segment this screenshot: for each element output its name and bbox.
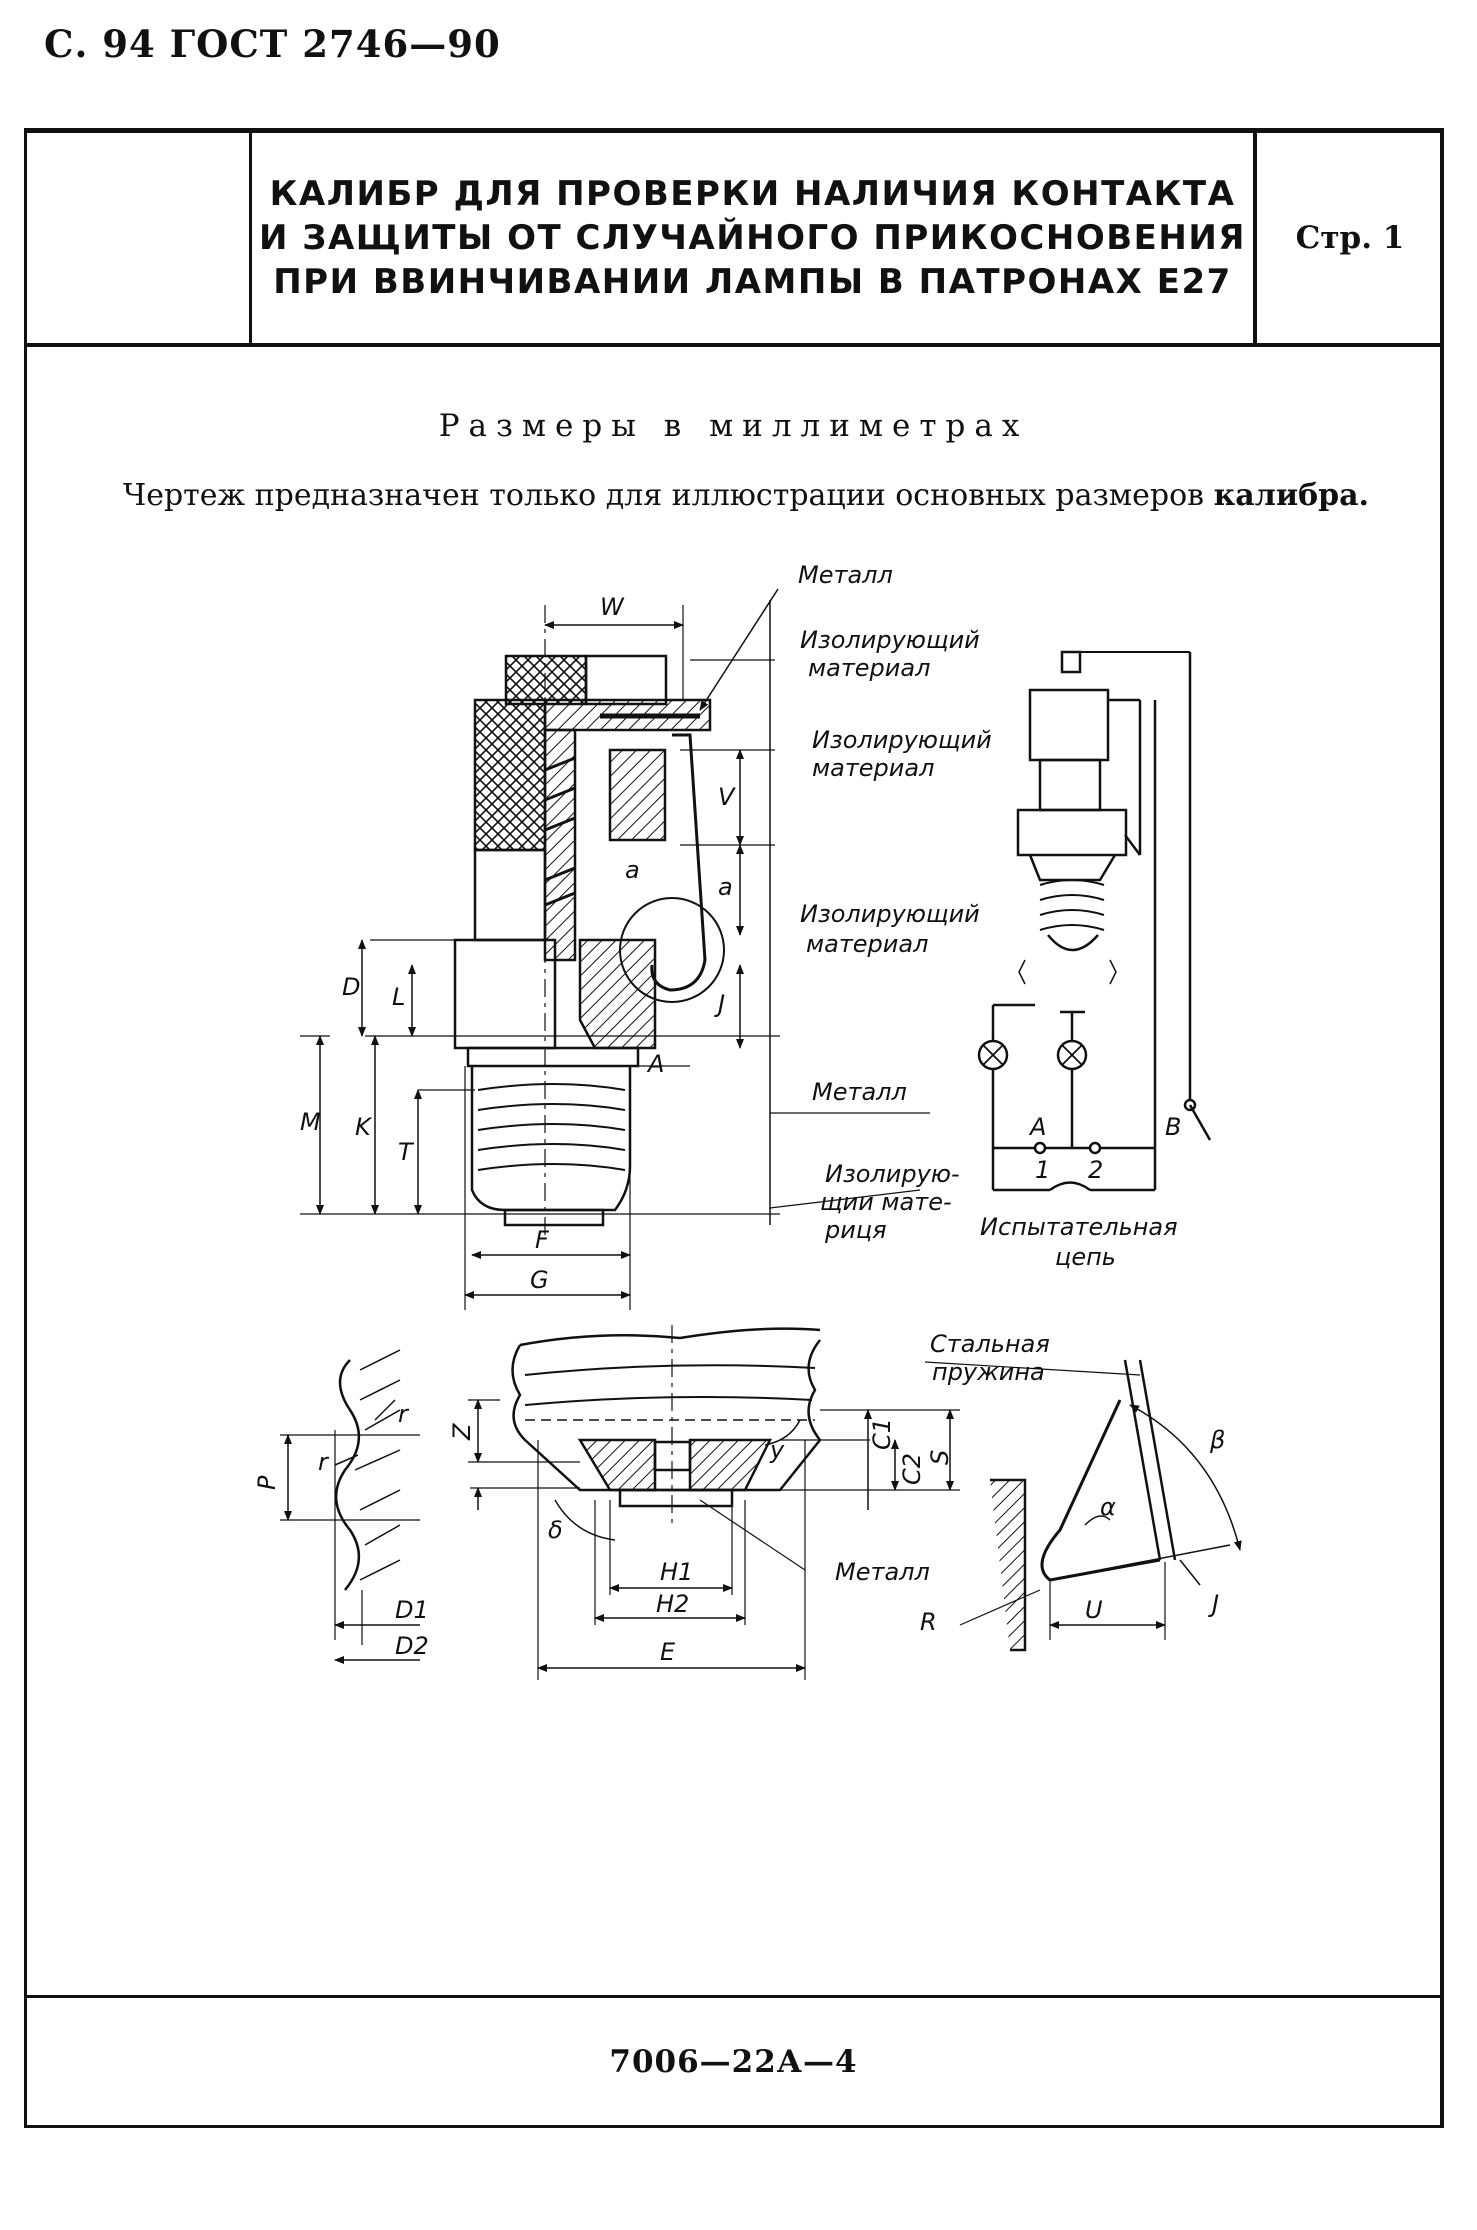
dim-W: W <box>600 593 625 621</box>
title-row: КАЛИБР ДЛЯ ПРОВЕРКИ НАЛИЧИЯ КОНТАКТА И З… <box>27 133 1440 347</box>
dim-D: D <box>342 973 360 1001</box>
label-circuit-B: B <box>1165 1113 1181 1141</box>
thread-profile <box>280 1349 420 1664</box>
spring-detail-labels: Стальная пружина β α R U J <box>920 1330 1225 1636</box>
label-insulating-4c: риця <box>824 1216 887 1244</box>
label-insulating-4a: Изолирую- <box>825 1160 960 1188</box>
thread-profile-labels: P r r D1 D2 <box>253 1400 429 1660</box>
dim-U: U <box>1085 1596 1103 1624</box>
label-insulating-4b: щии мате- <box>820 1188 952 1216</box>
dim-alpha: α <box>1100 1493 1116 1521</box>
spring-detail <box>924 1359 1242 1652</box>
dim-H2: H2 <box>656 1590 689 1618</box>
dim-T: T <box>398 1138 415 1166</box>
label-insulating-3a: Изолирующий <box>800 900 980 928</box>
dim-a-detail: a <box>625 856 640 884</box>
label-steel-spring-2: пружина <box>932 1358 1045 1386</box>
dim-E: E <box>660 1638 676 1666</box>
label-test-circuit-1: Испытательная <box>980 1213 1178 1241</box>
dim-V: V <box>718 783 736 811</box>
dim-a: a <box>718 873 733 901</box>
illustration-note-emphasis: калибра. <box>1213 478 1369 513</box>
dim-M: M <box>300 1108 321 1136</box>
label-insulating-2b: материал <box>812 754 934 782</box>
label-metal-mid: Металл <box>812 1078 907 1106</box>
lamp-base-labels: Z y C1 C2 S δ H1 H2 E Металл <box>448 1418 954 1666</box>
dim-delta: δ <box>548 1516 563 1544</box>
label-steel-spring-1: Стальная <box>930 1330 1050 1358</box>
dim-J-spring: J <box>1208 1590 1219 1618</box>
test-circuit-labels: A B 1 2 Испытательная цепь <box>980 1113 1181 1271</box>
page-header: С. 94 ГОСТ 2746—90 <box>44 22 501 66</box>
title-cell: КАЛИБР ДЛЯ ПРОВЕРКИ НАЛИЧИЯ КОНТАКТА И З… <box>249 133 1257 343</box>
dim-r1: r <box>398 1400 410 1428</box>
page-frame: КАЛИБР ДЛЯ ПРОВЕРКИ НАЛИЧИЯ КОНТАКТА И З… <box>24 128 1444 2128</box>
label-insulating-2a: Изолирующий <box>812 726 992 754</box>
dim-A: A <box>646 1050 664 1078</box>
dim-J: J <box>714 990 725 1018</box>
label-metal-top: Металл <box>798 561 893 589</box>
dim-D2: D2 <box>395 1632 429 1660</box>
page-number: Стр. 1 <box>1295 220 1405 256</box>
dim-G: G <box>530 1266 549 1294</box>
label-test-circuit-2: цепь <box>1055 1243 1116 1271</box>
label-circuit-2: 2 <box>1088 1156 1103 1184</box>
dim-F: F <box>535 1226 550 1254</box>
dim-R: R <box>920 1608 937 1636</box>
dim-P: P <box>253 1475 281 1490</box>
illustration-note-text: Чертеж предназначен только для иллюстрац… <box>123 478 1214 513</box>
dim-L: L <box>392 983 405 1011</box>
title-line-3: ПРИ ВВИНЧИВАНИИ ЛАМПЫ В ПАТРОНАХ Е27 <box>273 262 1232 302</box>
dim-S: S <box>926 1450 954 1465</box>
dim-Z: Z <box>448 1423 476 1441</box>
dim-y: y <box>769 1436 785 1464</box>
illustration-note: Чертеж предназначен только для иллюстрац… <box>123 478 1369 513</box>
lamp-base-section <box>468 1325 960 1680</box>
dim-D1: D1 <box>395 1596 429 1624</box>
title-line-2: И ЗАЩИТЫ ОТ СЛУЧАЙНОГО ПРИКОСНОВЕНИЯ <box>259 218 1246 258</box>
dim-C1: C1 <box>868 1418 896 1450</box>
dim-r2: r <box>318 1448 330 1476</box>
dim-K: K <box>355 1113 373 1141</box>
label-circuit-1: 1 <box>1035 1156 1050 1184</box>
label-insulating-3b: материал <box>806 930 928 958</box>
label-circuit-A: A <box>1028 1113 1046 1141</box>
units-note: Размеры в миллиметрах <box>438 408 1029 444</box>
label-insulating-1b: материал <box>808 654 930 682</box>
dim-beta: β <box>1209 1426 1225 1454</box>
gauge-main-labels: Металл Изолирующий материал Изолирующий … <box>300 561 992 1294</box>
test-circuit <box>977 650 1212 1192</box>
dim-C2: C2 <box>898 1453 926 1485</box>
label-metal-bottom: Металл <box>835 1558 930 1586</box>
dim-H1: H1 <box>660 1558 693 1586</box>
footer-code: 7006—22А—4 <box>27 1995 1440 2125</box>
gauge-main-view <box>300 588 930 1310</box>
title-line-1: КАЛИБР ДЛЯ ПРОВЕРКИ НАЛИЧИЯ КОНТАКТА <box>269 174 1236 214</box>
label-insulating-1a: Изолирующий <box>800 626 980 654</box>
